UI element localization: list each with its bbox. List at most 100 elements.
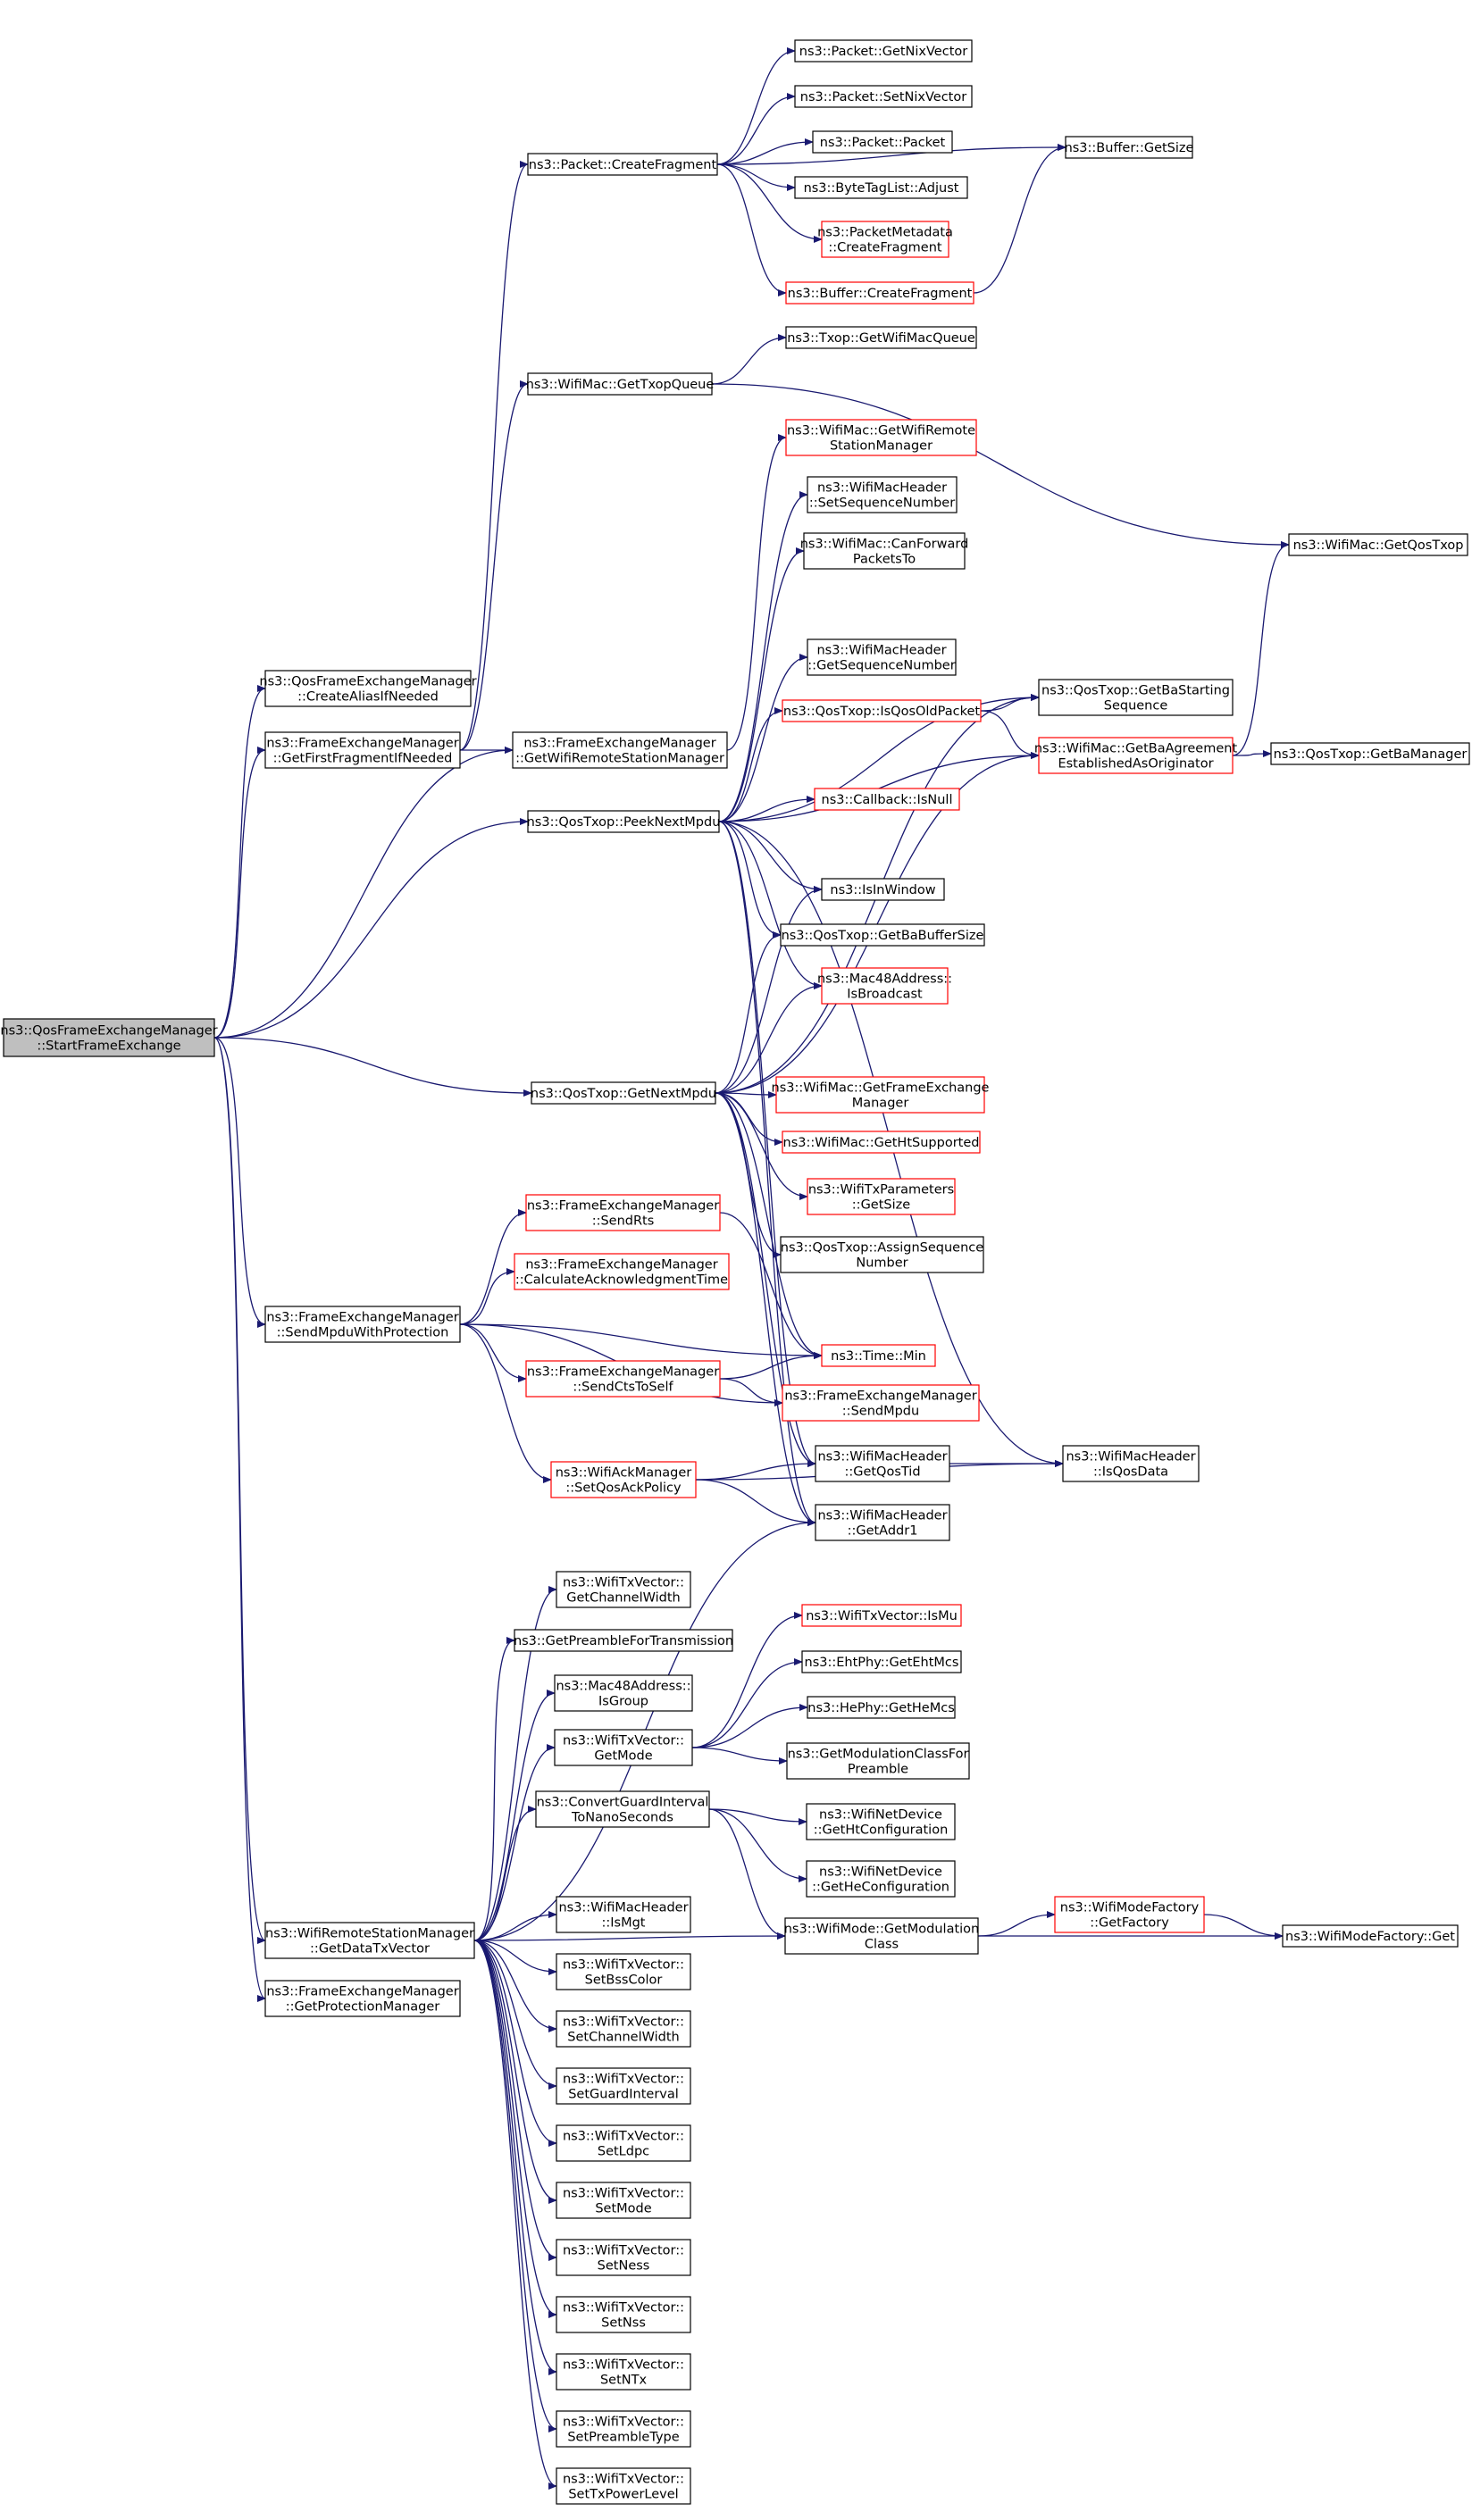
edge-getTxopQueue-to-getQosTxop [711, 383, 1290, 548]
node-getHtSupp[interactable]: ns3::WifiMac::GetHtSupported [782, 1131, 981, 1154]
edge-getDataTx-to-isMgt [473, 1911, 557, 1941]
node-box [527, 372, 713, 396]
edge-getDataTx-to-setLdpc [473, 1940, 557, 2147]
node-getBaBufSize[interactable]: ns3::QosTxop::GetBaBufferSize [780, 923, 985, 947]
node-pmCreateFrag[interactable]: ns3::PacketMetadata::CreateFragment [817, 221, 953, 258]
node-getHeMcs[interactable]: ns3::HePhy::GetHeMcs [807, 1696, 956, 1719]
node-packet[interactable]: ns3::Packet::Packet [812, 130, 953, 154]
node-getModClass[interactable]: ns3::WifiMode::GetModulationClass [784, 1917, 980, 1955]
node-getNext[interactable]: ns3::QosTxop::GetNextMpdu [531, 1081, 716, 1105]
node-getChanWidth[interactable]: ns3::WifiTxVector::GetChannelWidth [556, 1571, 691, 1608]
node-getWifiRSM[interactable]: ns3::FrameExchangeManager::GetWifiRemote… [512, 731, 728, 769]
edge-root-to-getProtMgr [213, 1037, 266, 2002]
node-root[interactable]: ns3::QosFrameExchangeManager::StartFrame… [0, 1018, 218, 1057]
node-box [1065, 136, 1193, 159]
node-txParamsSize[interactable]: ns3::WifiTxParameters::GetSize [807, 1178, 956, 1215]
node-getSeqNum[interactable]: ns3::WifiMacHeader::GetSequenceNumber [807, 638, 957, 676]
node-label: ns3::WifiMacHeader [817, 1509, 947, 1523]
edge-peekNext-to-getSeqNum [718, 654, 808, 822]
node-box [525, 1194, 721, 1231]
node-sendRts[interactable]: ns3::FrameExchangeManager::SendRts [525, 1194, 721, 1231]
node-label: SetBssColor [585, 1973, 663, 1988]
node-getBaMgr[interactable]: ns3::QosTxop::GetBaManager [1270, 742, 1470, 765]
node-getAddr1[interactable]: ns3::WifiMacHeader::GetAddr1 [815, 1504, 950, 1541]
edge-sendMpduProt-to-setQosAck [459, 1323, 552, 1483]
node-getWifiMacQueue[interactable]: ns3::Txop::GetWifiMacQueue [785, 326, 977, 349]
node-box [556, 2182, 691, 2219]
node-macGetWifiRSM[interactable]: ns3::WifiMac::GetWifiRemoteStationManage… [785, 419, 977, 456]
node-setBss[interactable]: ns3::WifiTxVector::SetBssColor [556, 1953, 691, 1990]
node-isInWindow[interactable]: ns3::IsInWindow [821, 878, 945, 901]
node-sendMpduProt[interactable]: ns3::FrameExchangeManager::SendMpduWithP… [264, 1306, 461, 1343]
node-isQosData[interactable]: ns3::WifiMacHeader::IsQosData [1062, 1445, 1200, 1482]
node-setSeqNum[interactable]: ns3::WifiMacHeader::SetSequenceNumber [807, 476, 958, 513]
edge-setQosAck-to-getQosTid [695, 1460, 816, 1481]
node-isMgt[interactable]: ns3::WifiMacHeader::IsMgt [556, 1896, 691, 1933]
edge-sendMpduProt-to-sendRts [459, 1209, 527, 1325]
node-box [801, 1604, 962, 1627]
node-cbIsNull[interactable]: ns3::Callback::IsNull [814, 788, 960, 811]
node-getBaAgree[interactable]: ns3::WifiMac::GetBaAgreementEstablishedA… [1034, 737, 1238, 774]
node-setNix[interactable]: ns3::Packet::SetNixVector [794, 85, 973, 108]
edge-createFrag-to-getNix [716, 47, 796, 165]
node-timeMin[interactable]: ns3::Time::Min [821, 1344, 936, 1367]
node-factGet[interactable]: ns3::WifiModeFactory::Get [1282, 1924, 1459, 1948]
node-getHtConf[interactable]: ns3::WifiNetDevice::GetHtConfiguration [806, 1803, 956, 1840]
node-setMode[interactable]: ns3::WifiTxVector::SetMode [556, 2182, 691, 2219]
node-isBroadcast[interactable]: ns3::Mac48Address::IsBroadcast [817, 967, 952, 1005]
edge-convGuard-to-getModClass [708, 1808, 786, 1940]
node-peekNext[interactable]: ns3::QosTxop::PeekNextMpdu [527, 810, 721, 833]
node-bufGetSize[interactable]: ns3::Buffer::GetSize [1065, 136, 1194, 159]
edge-bufCreateFrag-to-bufGetSize [973, 144, 1066, 294]
node-label: Preamble [848, 1763, 908, 1777]
node-box [821, 221, 949, 258]
node-getNix[interactable]: ns3::Packet::GetNixVector [794, 39, 973, 63]
node-isQosOld[interactable]: ns3::QosTxop::IsQosOldPacket [782, 699, 982, 722]
node-byteTag[interactable]: ns3::ByteTagList::Adjust [794, 176, 968, 199]
node-setQosAck[interactable]: ns3::WifiAckManager::SetQosAckPolicy [550, 1461, 697, 1498]
node-createAlias[interactable]: ns3::QosFrameExchangeManager::CreateAlia… [259, 670, 477, 707]
node-bufCreateFrag[interactable]: ns3::Buffer::CreateFragment [785, 281, 974, 305]
node-isMu[interactable]: ns3::WifiTxVector::IsMu [801, 1604, 962, 1627]
node-setPreamble[interactable]: ns3::WifiTxVector::SetPreambleType [556, 2410, 691, 2448]
node-sendCts[interactable]: ns3::FrameExchangeManager::SendCtsToSelf [525, 1360, 721, 1398]
node-sendMpdu[interactable]: ns3::FrameExchangeManager::SendMpdu [782, 1384, 980, 1422]
node-setNess[interactable]: ns3::WifiTxVector::SetNess [556, 2239, 691, 2276]
edge-getDataTx-to-setGuard [473, 1940, 557, 2090]
node-getTxopQueue[interactable]: ns3::WifiMac::GetTxopQueue [526, 372, 715, 396]
node-setChanWidth[interactable]: ns3::WifiTxVector::SetChannelWidth [556, 2010, 691, 2048]
node-setLdpc[interactable]: ns3::WifiTxVector::SetLdpc [556, 2124, 691, 2162]
node-setTxPower[interactable]: ns3::WifiTxVector::SetTxPowerLevel [556, 2467, 691, 2505]
edge-getNext-to-isBroadcast [715, 982, 823, 1094]
node-box [815, 1504, 950, 1541]
node-getHeConf[interactable]: ns3::WifiNetDevice::GetHeConfiguration [806, 1860, 956, 1898]
node-box [806, 1803, 956, 1840]
node-getQosTxop[interactable]: ns3::WifiMac::GetQosTxop [1288, 533, 1468, 556]
node-box [556, 2239, 691, 2276]
node-createFrag[interactable]: ns3::Packet::CreateFragment [527, 153, 718, 176]
node-calcAck[interactable]: ns3::FrameExchangeManager::CalculateAckn… [514, 1253, 730, 1290]
node-getProtMgr[interactable]: ns3::FrameExchangeManager::GetProtection… [264, 1980, 461, 2017]
node-getFactory[interactable]: ns3::WifiModeFactory::GetFactory [1054, 1896, 1205, 1933]
node-getFirstFrag[interactable]: ns3::FrameExchangeManager::GetFirstFragm… [264, 731, 461, 769]
node-isGroup[interactable]: ns3::Mac48Address::IsGroup [554, 1674, 693, 1712]
node-getEhtMcs[interactable]: ns3::EhtPhy::GetEhtMcs [801, 1650, 962, 1673]
node-box [264, 1980, 461, 2017]
node-label: ns3::EhtPhy::GetEhtMcs [805, 1656, 959, 1670]
node-box [531, 1081, 716, 1105]
node-setNss[interactable]: ns3::WifiTxVector::SetNss [556, 2296, 691, 2333]
node-box [535, 1790, 710, 1828]
node-getPreamble[interactable]: ns3::GetPreambleForTransmission [514, 1629, 733, 1652]
node-getMode[interactable]: ns3::WifiTxVector::GetMode [554, 1729, 693, 1766]
edge-convGuard-to-getHtConf [708, 1808, 807, 1825]
node-getQosTid[interactable]: ns3::WifiMacHeader::GetQosTid [815, 1445, 950, 1482]
node-setGuard[interactable]: ns3::WifiTxVector::SetGuardInterval [556, 2067, 691, 2105]
node-setNTx[interactable]: ns3::WifiTxVector::SetNTx [556, 2353, 691, 2391]
node-getDataTx[interactable]: ns3::WifiRemoteStationManager::GetDataTx… [264, 1922, 475, 1959]
